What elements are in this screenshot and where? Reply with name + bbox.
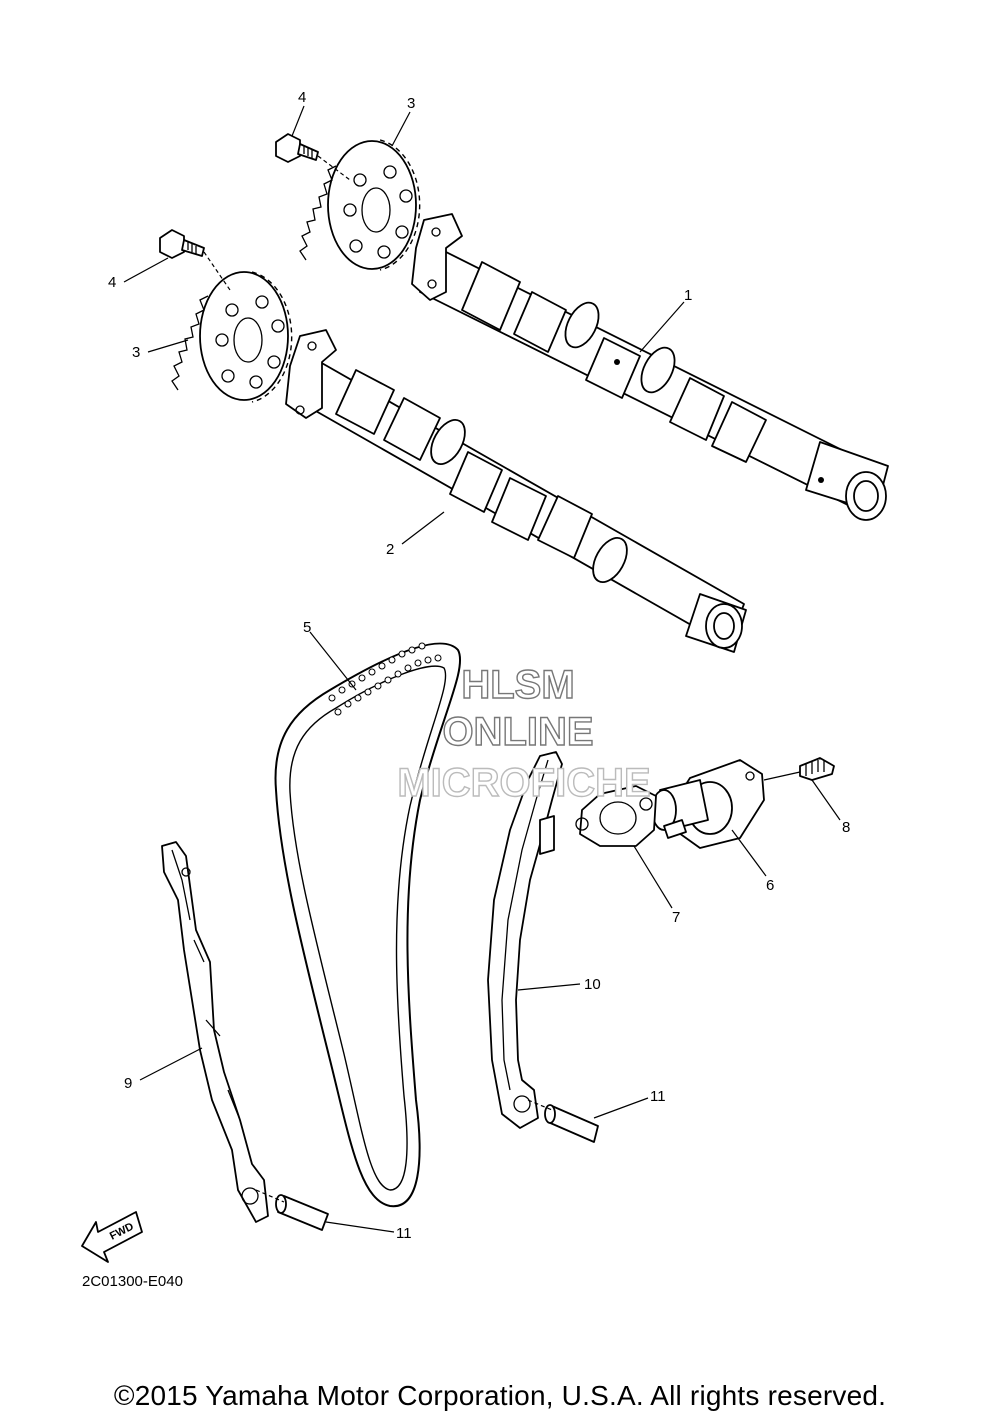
callout-4-lower: 4 [108, 274, 116, 291]
callout-5: 5 [303, 619, 311, 636]
callout-11-rear: 11 [650, 1088, 666, 1105]
callout-8: 8 [842, 819, 850, 836]
callout-7: 7 [672, 909, 680, 926]
camshaft-lower [285, 329, 747, 653]
callout-2: 2 [386, 541, 394, 558]
callout-6: 6 [766, 877, 774, 894]
dowel-pin-front [255, 1189, 329, 1231]
watermark: HLSM ONLINE MICROFICHE [397, 662, 652, 805]
sprocket-bolt-lower [159, 229, 231, 291]
dowel-pin-rear [527, 1099, 599, 1143]
callout-9: 9 [124, 1075, 132, 1092]
watermark-line1: HLSM [461, 663, 574, 707]
callout-3-upper: 3 [407, 95, 415, 112]
callout-11-front: 11 [396, 1225, 412, 1242]
copyright-notice: ©2015 Yamaha Motor Corporation, U.S.A. A… [113, 1380, 887, 1411]
chain-guide-front [161, 841, 269, 1223]
cam-sprocket-lower [171, 271, 293, 403]
callout-10: 10 [584, 976, 601, 993]
sprocket-bolt-upper [275, 133, 351, 181]
watermark-line2: ONLINE [442, 710, 593, 754]
callout-1: 1 [684, 287, 692, 304]
fwd-arrow-icon: FWD [81, 1211, 143, 1263]
drawing-code: 2C01300-E040 [82, 1273, 183, 1290]
cam-sprocket-upper [299, 139, 421, 271]
chain-guide-rear [487, 751, 563, 1129]
watermark-line3: MICROFICHE [397, 761, 650, 805]
callout-4-upper: 4 [298, 89, 306, 106]
leader-lines [123, 105, 841, 1233]
chain-tensioner [651, 759, 765, 849]
tensioner-gasket [575, 785, 657, 847]
camshaft-upper [411, 213, 889, 521]
callout-3-lower: 3 [132, 344, 140, 361]
tensioner-bolt [763, 757, 835, 781]
cam-chain [274, 642, 462, 1208]
callout-labels: 4 3 4 3 1 2 5 8 6 7 10 9 11 11 [108, 89, 850, 1242]
